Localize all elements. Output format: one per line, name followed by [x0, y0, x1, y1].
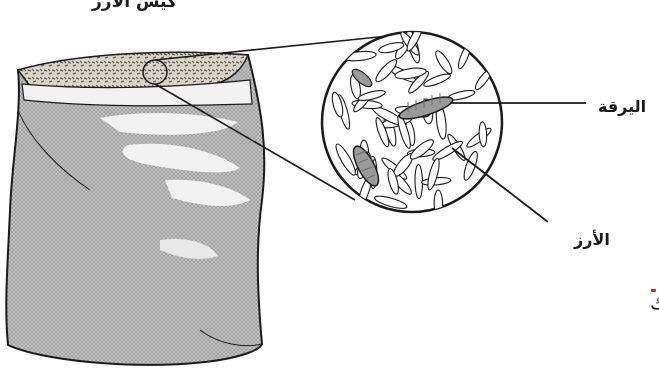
- rice-grain: [415, 164, 423, 198]
- rice-bag-label: كيس الأرز: [92, 0, 177, 12]
- rice-grain: [434, 190, 443, 218]
- rice-bag-icon: [6, 52, 264, 365]
- rice-label: الأرز: [574, 230, 610, 249]
- stray-character: ك: [650, 290, 659, 314]
- stray-red-mark: [651, 289, 656, 292]
- sample-spot: [143, 60, 167, 84]
- magnifier-circle-icon: [322, 24, 502, 218]
- larva-label: اليرقة: [598, 97, 646, 116]
